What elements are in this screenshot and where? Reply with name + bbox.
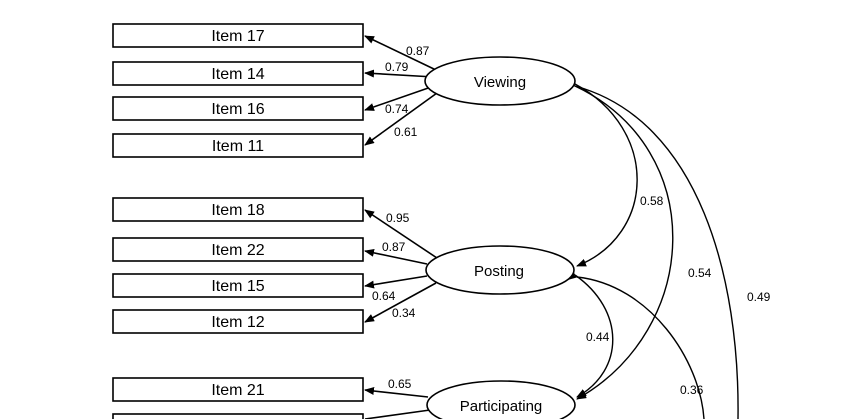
loading-label-14: 0.79 [385, 60, 409, 74]
item-label-21: Item 21 [211, 382, 264, 399]
factor-posting [425, 245, 575, 295]
item-box-18 [112, 197, 364, 222]
corr-label-viewing-participating: 0.54 [688, 266, 712, 280]
loading-arrow-22 [364, 248, 428, 265]
item-label-12: Item 12 [211, 314, 264, 331]
item-box-15 [112, 273, 364, 298]
corr-label-posting-offscreen: 0.36 [680, 383, 704, 397]
item-label-22: Item 22 [211, 242, 264, 259]
item-label-17: Item 17 [211, 28, 264, 45]
corr-label-viewing-posting: 0.58 [640, 194, 664, 208]
corr-curve-viewing-offscreen [565, 79, 739, 419]
item-label-16: Item 16 [211, 101, 264, 118]
item-box-16 [112, 96, 364, 121]
loading-label-11: 0.61 [394, 125, 418, 139]
item-box-21 [112, 377, 364, 402]
factor-group: Viewing Posting Participating [424, 56, 576, 419]
loading-label-16: 0.74 [385, 102, 409, 116]
correlation-labels: 0.58 0.54 0.49 0.44 0.36 [586, 194, 771, 397]
loading-arrow-18 [364, 209, 438, 259]
corr-curve-posting-participating [565, 266, 614, 398]
item-label-11: Item 11 [212, 138, 264, 155]
item-label-18: Item 18 [211, 202, 264, 219]
loading-arrow-14 [364, 69, 435, 78]
corr-label-viewing-offscreen: 0.49 [747, 290, 771, 304]
loading-arrow-partial [364, 409, 431, 419]
corr-curve-viewing-participating [565, 78, 674, 400]
item-box-17 [112, 23, 364, 48]
correlation-curves [565, 76, 739, 419]
loading-arrow-21 [364, 387, 429, 398]
loading-arrow-11 [364, 92, 438, 146]
item-label-14: Item 14 [211, 66, 264, 83]
corr-curve-viewing-posting [565, 76, 638, 267]
item-box-14 [112, 61, 364, 86]
loading-label-22: 0.87 [382, 240, 406, 254]
loading-arrow-15 [364, 275, 428, 289]
item-box-22 [112, 237, 364, 262]
item-box-12 [112, 309, 364, 334]
factor-label-posting: Posting [474, 263, 524, 280]
loading-arrow-17 [364, 35, 437, 71]
item-box-partial [112, 413, 364, 419]
item-box-group: Item 17 Item 14 Item 16 Item 11 Item 18 … [112, 23, 364, 419]
loading-arrow-12 [364, 282, 437, 323]
factor-viewing [424, 56, 576, 106]
loading-label-15: 0.64 [372, 289, 396, 303]
factor-label-viewing: Viewing [474, 74, 526, 91]
loading-label-21: 0.65 [388, 377, 412, 391]
factor-label-participating: Participating [460, 398, 543, 415]
loading-label-12: 0.34 [392, 306, 416, 320]
item-label-15: Item 15 [211, 278, 264, 295]
loading-arrows [364, 35, 438, 419]
corr-curve-posting-offscreen [567, 272, 705, 419]
loading-arrow-16 [364, 85, 435, 111]
loading-label-18: 0.95 [386, 211, 410, 225]
item-box-11 [112, 133, 364, 158]
factor-participating [426, 380, 576, 419]
loading-labels: 0.87 0.79 0.74 0.61 0.95 0.87 0.64 0.34 … [372, 44, 430, 391]
loading-label-17: 0.87 [406, 44, 430, 58]
corr-label-posting-participating: 0.44 [586, 330, 610, 344]
